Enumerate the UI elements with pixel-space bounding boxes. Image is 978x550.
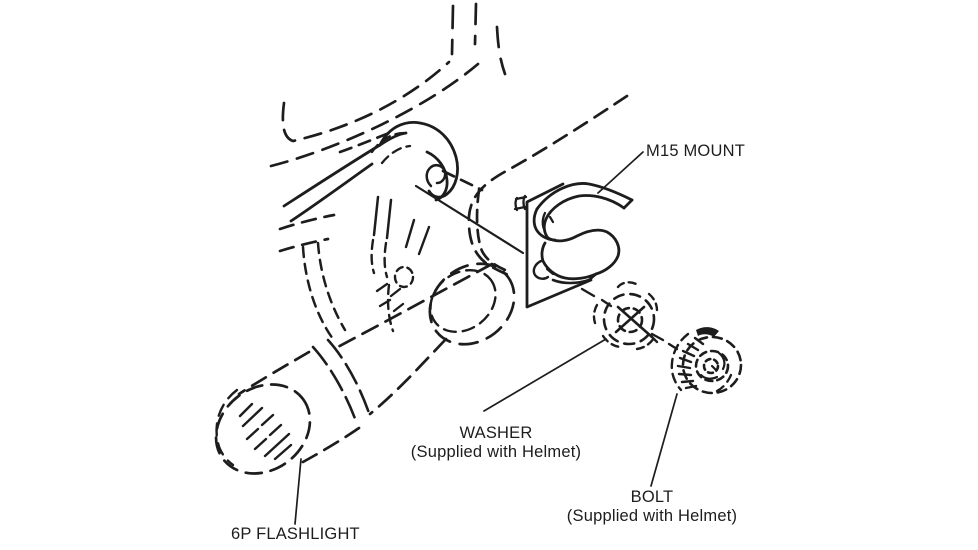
bolt-face-mark	[717, 351, 726, 371]
flashlight-bezel-ring	[311, 345, 359, 426]
bolt-rim-dash	[715, 373, 733, 393]
flashlight-drawing	[214, 262, 516, 475]
leader-line-flashlight	[294, 458, 302, 525]
helmet-crown-line	[473, 2, 478, 46]
m15-mount-label: M15 MOUNT	[646, 142, 745, 160]
helmet-mount-hook	[282, 120, 459, 223]
plate-hook-tick	[545, 267, 555, 276]
helmet-brim-lower-edge	[269, 62, 480, 168]
bolt-label-title: BOLT	[630, 488, 674, 506]
flashlight-head-top-edge	[237, 350, 311, 396]
helmet-crown-line	[495, 25, 507, 76]
buckle-hatch	[375, 282, 405, 313]
clamp-lower-band-bottom	[540, 241, 598, 281]
bolt-knurl-ribs	[676, 336, 705, 390]
clamp-lower-band	[546, 228, 621, 276]
plate-hook-curl	[532, 259, 550, 280]
bolt-label: BOLT (Supplied with Helmet)	[554, 488, 750, 526]
m15-mount-drawing	[513, 182, 634, 309]
strap-dashed-edge	[383, 241, 389, 279]
washer-cross	[614, 305, 654, 339]
hook-arch-inner-dashed	[380, 144, 412, 165]
strap-dashed-edge	[386, 283, 395, 333]
clamp-inner-arc	[541, 211, 547, 233]
strap-edge	[385, 198, 393, 240]
bolt-label-subtitle: (Supplied with Helmet)	[566, 507, 738, 525]
helmet-brim-dash	[278, 213, 336, 231]
washer-cross-tail	[650, 335, 659, 344]
flashlight-body-bottom-edge	[368, 337, 448, 416]
flashlight-tailcap-inner	[429, 268, 497, 334]
strap-edge	[372, 195, 380, 237]
mount-plate-outline	[525, 182, 593, 309]
buckle-stroke	[417, 225, 431, 256]
hook-spiral	[425, 163, 447, 188]
hook-ear-arc	[425, 150, 449, 202]
strap-to-body-dashed	[301, 245, 335, 341]
mount-screw	[522, 194, 527, 211]
flashlight-lens-inner-rim	[215, 388, 239, 467]
helmet-crown-line	[450, 4, 455, 56]
strap-dashed-edge	[370, 238, 376, 275]
leader-line-bolt	[650, 393, 678, 487]
flashlight-body-top-edge	[332, 262, 494, 351]
bolt-drawing	[670, 327, 743, 395]
flashlight-bezel-ring	[326, 338, 372, 418]
hook-arm-outer	[282, 131, 408, 208]
clamp-top-band	[535, 182, 634, 211]
hook-arch-inner-dashed	[370, 131, 406, 154]
helmet-outline	[269, 2, 629, 279]
washer-label-title: WASHER	[459, 424, 533, 442]
bolt-face-mark	[699, 373, 719, 380]
washer-inner-ring	[616, 306, 644, 334]
leader-lines	[294, 151, 678, 525]
clamp-lower-flange	[551, 272, 598, 285]
leader-line-washer	[483, 338, 607, 412]
bolt-face-outer-ring	[681, 335, 743, 395]
axis-dash-segment	[580, 287, 613, 308]
strap-to-body-dashed	[316, 241, 347, 332]
helmet-right-edge-inner	[475, 188, 512, 274]
buckle-ring	[393, 265, 415, 289]
washer-label-subtitle: (Supplied with Helmet)	[410, 443, 582, 461]
washer-label: WASHER (Supplied with Helmet)	[398, 424, 594, 462]
bolt-face-mid-ring	[694, 349, 730, 383]
helmet-edge-behind-hook	[441, 169, 484, 192]
bolt-face-center-ring	[702, 357, 720, 375]
flashlight-head-bottom-edge	[301, 426, 361, 464]
washer-tabs	[592, 281, 659, 351]
flashlight-lens-hatching	[238, 402, 293, 461]
clamp-top-band-tip	[622, 198, 634, 210]
bolt-knurl-edge	[670, 332, 690, 392]
bolt-dark-arc	[696, 327, 719, 337]
strap-buckle	[301, 195, 431, 341]
helmet-right-edge	[467, 94, 629, 279]
helmet-brim-upper-edge	[281, 60, 451, 143]
buckle-stroke	[404, 218, 416, 249]
leader-line-mount	[597, 151, 644, 194]
flashlight-label: 6P FLASHLIGHT	[231, 525, 360, 543]
bolt-face-mark	[710, 364, 718, 372]
flashlight-tailcap	[428, 262, 516, 346]
washer-drawing	[592, 281, 659, 351]
clamp-inner-tick	[548, 215, 555, 224]
washer-outer-ring	[602, 292, 656, 346]
axis-solid-segment	[414, 184, 525, 255]
flashlight-lens-face	[214, 383, 312, 475]
hook-arm-inner	[289, 162, 374, 223]
helmet-brim-dash	[278, 237, 330, 253]
mount-screw	[514, 196, 519, 212]
